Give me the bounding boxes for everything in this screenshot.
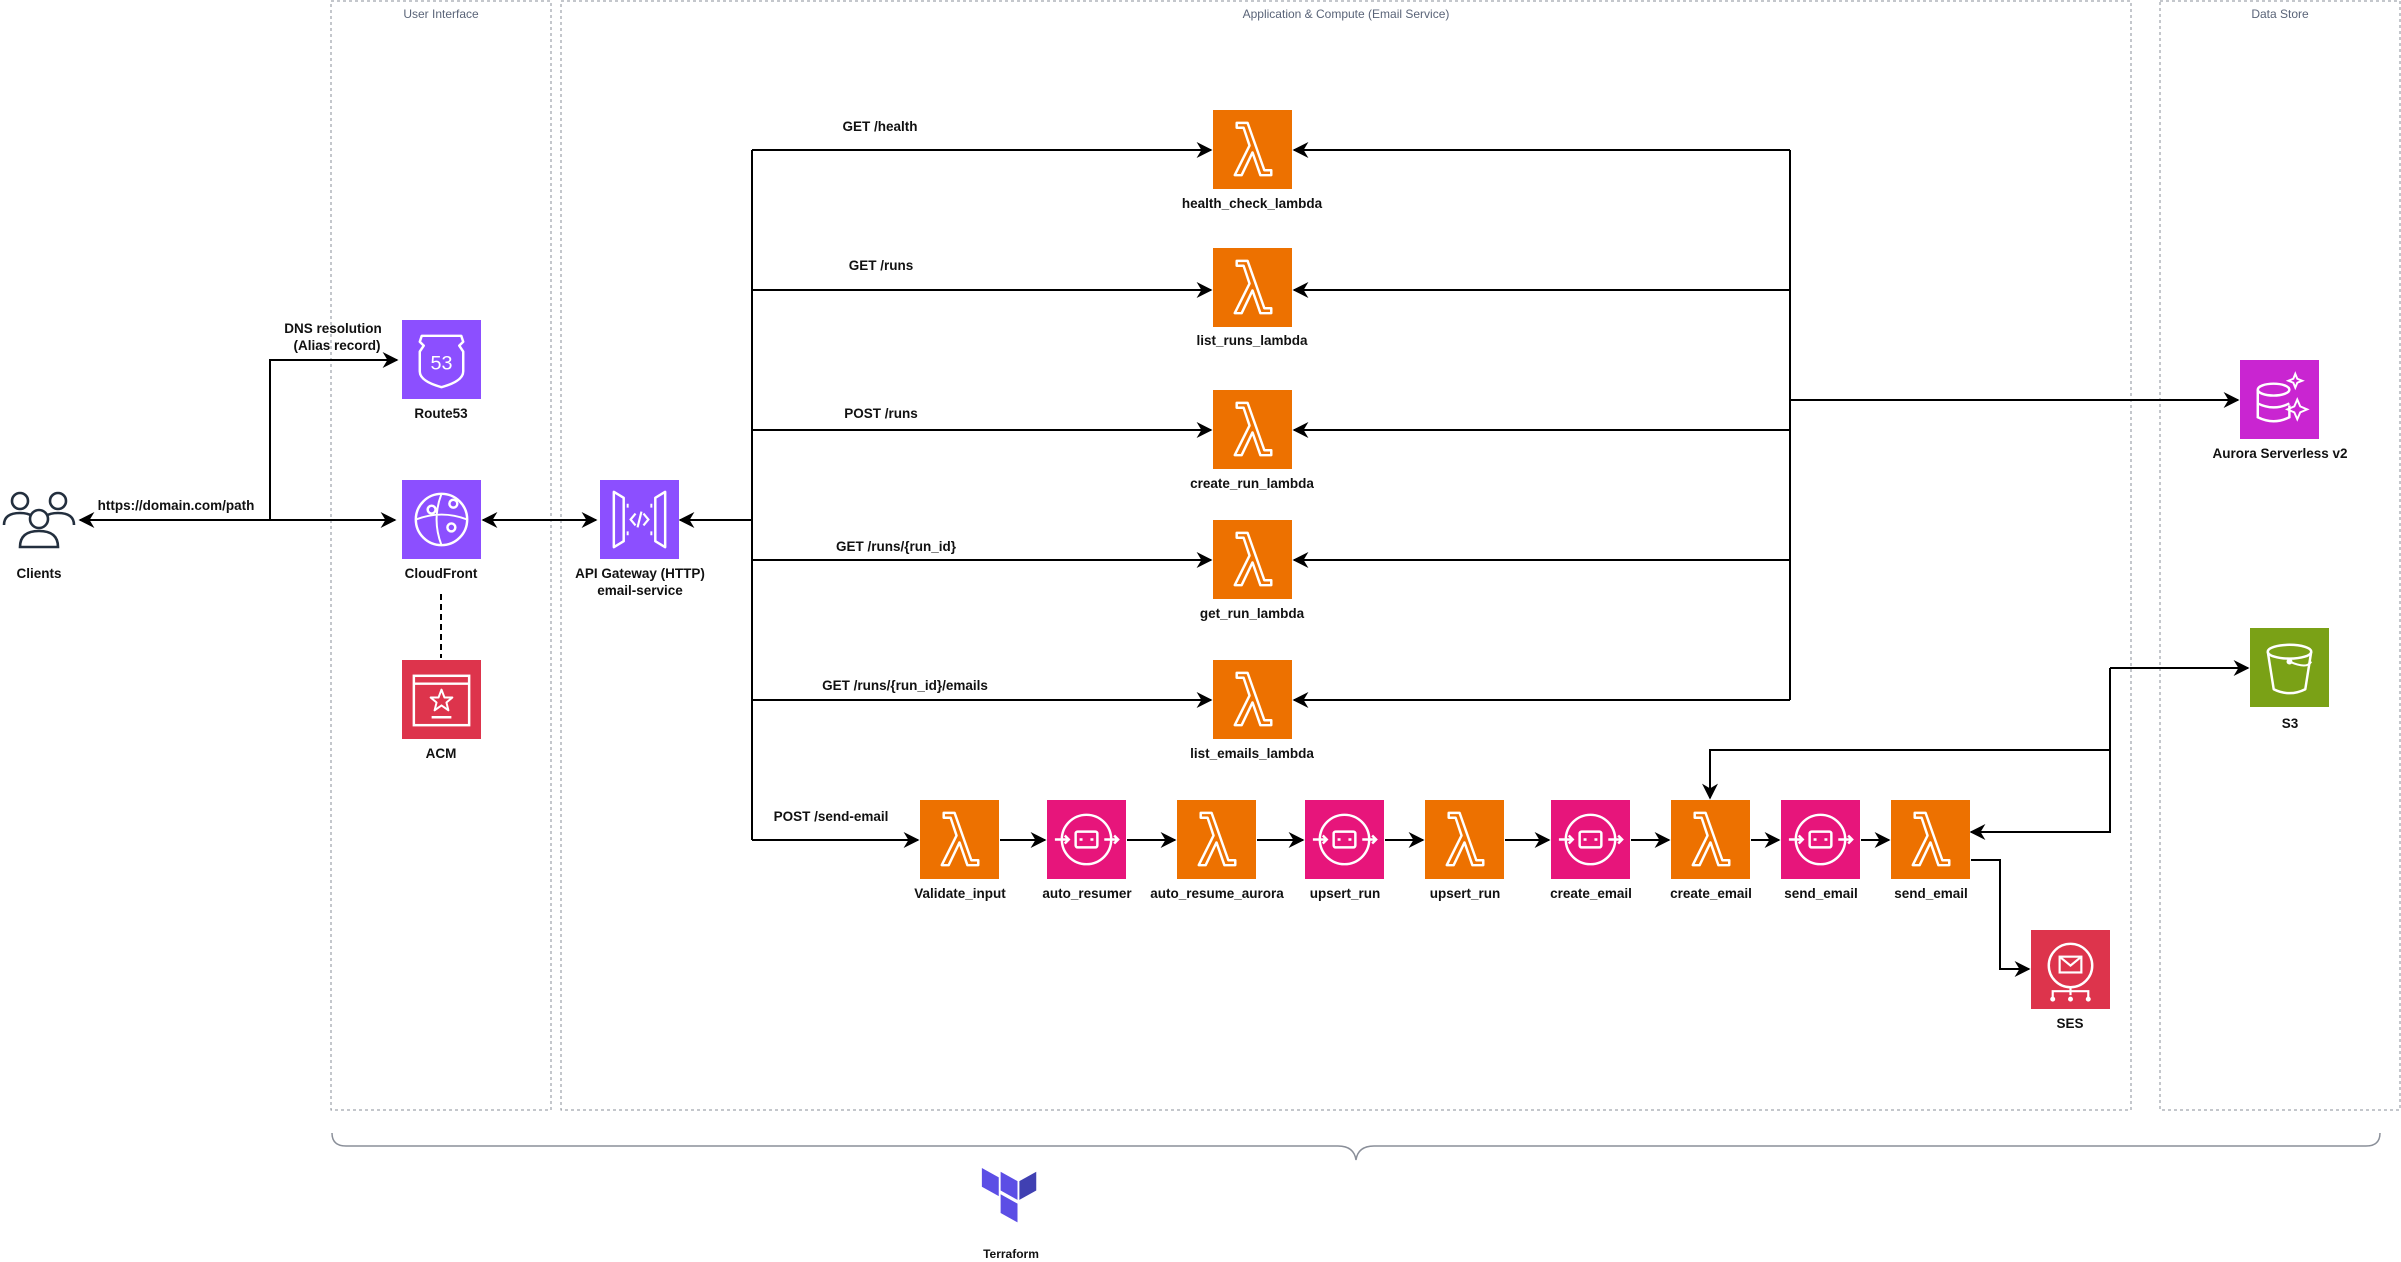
cloudfront-label: CloudFront [405, 566, 478, 581]
group-data-store [2159, 0, 2401, 1111]
send-email-lambda-node: send_email [1891, 800, 1970, 901]
create-email-lambda-node: create_email [1670, 800, 1752, 901]
group-data-store-label: Data Store [2251, 7, 2309, 21]
edge-s3-create-email [1702, 749, 2110, 800]
validate-input-lambda-node: Validate_input [914, 800, 1006, 901]
route53-label: Route53 [414, 406, 468, 421]
edge-dns-route53 [269, 352, 399, 520]
edge-label-get-run-emails: GET /runs/{run_id}/emails [822, 678, 988, 693]
upsert-run-queue-label: upsert_run [1310, 886, 1381, 901]
upsert-run-queue-node: upsert_run [1305, 800, 1384, 901]
upsert-run-lambda-node: upsert_run [1425, 800, 1504, 901]
lambda-icon [1425, 800, 1504, 879]
terraform-brace [331, 1132, 2381, 1161]
cloudfront-node: CloudFront [402, 480, 481, 581]
terraform-node: Terraform [981, 1168, 1039, 1261]
lambda-icon [1213, 110, 1292, 189]
cloudfront-icon [402, 480, 481, 559]
sqs-queue-icon [1047, 800, 1126, 879]
aurora-icon [2240, 360, 2319, 439]
list-emails-lambda-label: list_emails_lambda [1190, 746, 1314, 761]
lambda-icon [1891, 800, 1970, 879]
ses-label: SES [2056, 1016, 2083, 1031]
get-run-lambda-node: get_run_lambda [1200, 520, 1305, 621]
s3-label: S3 [2282, 716, 2299, 731]
route53-node: Route53 [402, 320, 481, 421]
create-email-queue-label: create_email [1550, 886, 1632, 901]
list-runs-lambda-node: list_runs_lambda [1196, 248, 1308, 348]
auto-resumer-queue-node: auto_resumer [1042, 800, 1132, 901]
lambda-icon [1213, 520, 1292, 599]
health-check-lambda-label: health_check_lambda [1182, 196, 1323, 211]
edge-label-post-runs: POST /runs [844, 406, 918, 421]
send-email-queue-node: send_email [1781, 800, 1860, 901]
api-gateway-label-1: API Gateway (HTTP) [575, 566, 705, 581]
health-check-lambda-node: health_check_lambda [1182, 110, 1323, 211]
send-email-queue-label: send_email [1784, 886, 1858, 901]
lambda-icon [920, 800, 999, 879]
group-application-compute [560, 0, 2132, 1111]
create-run-lambda-node: create_run_lambda [1190, 390, 1314, 491]
list-emails-lambda-node: list_emails_lambda [1190, 660, 1314, 761]
api-gateway-node: API Gateway (HTTP) email-service [575, 480, 705, 598]
group-user-interface [330, 0, 552, 1111]
edge-label-get-runs: GET /runs [849, 258, 914, 273]
auto-resumer-label: auto_resumer [1042, 886, 1132, 901]
edge-s3-send-email [1969, 668, 2111, 840]
lambda-icon [1213, 660, 1292, 739]
acm-node: ACM [402, 660, 481, 761]
sqs-queue-icon [1305, 800, 1384, 879]
clients-node: Clients [2, 491, 76, 581]
edge-send-email-ses [1971, 859, 2031, 977]
ses-icon [2031, 930, 2110, 1009]
lambda-icon [1213, 248, 1292, 327]
auto-resume-aurora-label: auto_resume_aurora [1150, 886, 1284, 901]
aurora-label: Aurora Serverless v2 [2212, 446, 2347, 461]
route53-icon [402, 320, 481, 399]
create-email-lambda-label: create_email [1670, 886, 1752, 901]
group-user-interface-label: User Interface [403, 7, 479, 21]
sqs-queue-icon [1551, 800, 1630, 879]
upsert-run-lambda-label: upsert_run [1430, 886, 1501, 901]
edge-label-get-run-id: GET /runs/{run_id} [836, 539, 957, 554]
auto-resume-aurora-lambda-node: auto_resume_aurora [1150, 800, 1284, 901]
lambda-icon [1213, 390, 1292, 469]
aurora-node: Aurora Serverless v2 [2212, 360, 2348, 461]
edge-label-dns-2: (Alias record) [293, 338, 380, 353]
validate-input-label: Validate_input [914, 886, 1006, 901]
sqs-queue-icon [1781, 800, 1860, 879]
terraform-label: Terraform [983, 1247, 1039, 1261]
users-icon [2, 491, 76, 549]
lambda-icon [1671, 800, 1750, 879]
create-email-queue-node: create_email [1550, 800, 1632, 901]
clients-label: Clients [16, 566, 61, 581]
edge-label-get-health: GET /health [842, 119, 917, 134]
send-email-lambda-label: send_email [1894, 886, 1968, 901]
get-run-lambda-label: get_run_lambda [1200, 606, 1305, 621]
api-gateway-label-2: email-service [597, 583, 683, 598]
acm-certificate-icon [402, 660, 481, 739]
lambda-icon [1177, 800, 1256, 879]
acm-label: ACM [426, 746, 457, 761]
terraform-icon [981, 1168, 1037, 1223]
edge-label-dns-1: DNS resolution [284, 321, 382, 336]
group-application-compute-label: Application & Compute (Email Service) [1243, 7, 1450, 21]
s3-bucket-icon [2250, 628, 2329, 707]
api-gateway-icon [600, 480, 679, 559]
create-run-lambda-label: create_run_lambda [1190, 476, 1314, 491]
ses-node: SES [2031, 930, 2110, 1031]
edge-label-client-url: https://domain.com/path [98, 498, 255, 513]
list-runs-lambda-label: list_runs_lambda [1196, 333, 1308, 348]
s3-node: S3 [2250, 628, 2329, 731]
edge-label-post-send-email: POST /send-email [774, 809, 889, 824]
